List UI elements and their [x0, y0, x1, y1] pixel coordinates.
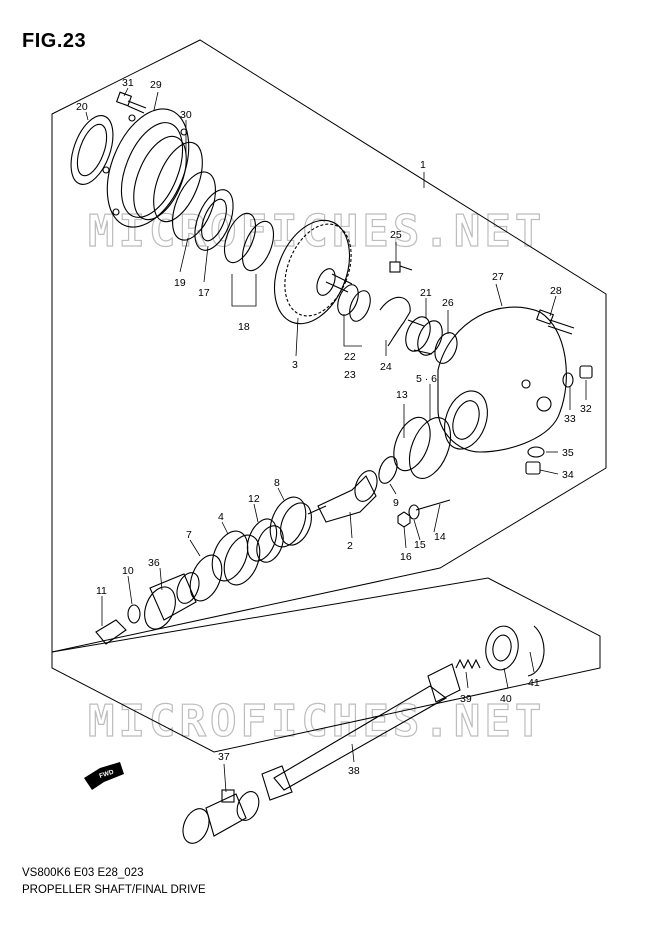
callout-4: 4 [218, 511, 224, 523]
callout-34: 34 [562, 469, 574, 481]
part-20-oil-seal [70, 115, 114, 185]
fwd-label: FWD [98, 769, 115, 780]
part-27-final-gear-case [437, 306, 567, 453]
part-14-stud [415, 499, 451, 511]
assembly-outline-final-drive [51, 39, 607, 653]
part-41-circlip [527, 625, 545, 677]
part-7-o-ring [189, 554, 223, 602]
callout-11: 11 [96, 585, 107, 597]
part-8-bearing [269, 496, 312, 548]
assembly-outline-propeller-shaft [51, 577, 601, 753]
callout-3: 3 [292, 359, 298, 371]
part-17-bearing [194, 189, 234, 251]
callout-33: 33 [564, 413, 576, 425]
callout-15: 15 [414, 539, 426, 551]
callout-29: 29 [150, 79, 162, 91]
callout-30: 30 [180, 109, 192, 121]
part-30-o-ring [153, 141, 203, 223]
callout-19: 19 [174, 277, 186, 289]
callout-23: 23 [344, 369, 356, 381]
part-31-bolt [115, 91, 147, 114]
part-36-coupling [144, 572, 200, 630]
part-39-spring [455, 658, 481, 670]
watermark-top: MICROFICHES.NET [88, 206, 545, 257]
callout-25: 25 [390, 229, 402, 241]
footer-model-code: VS800K6 E03 E28_023 [22, 867, 144, 879]
part-11-nut [95, 619, 127, 645]
callout-16: 16 [400, 551, 412, 563]
callout-12: 12 [248, 493, 260, 505]
part-37-universal-joint [182, 789, 260, 844]
part-22-shim [337, 284, 359, 316]
part-28-breather [536, 309, 575, 335]
part-5-6-shim [408, 417, 452, 479]
callout-7: 7 [186, 529, 192, 541]
fwd-arrow-icon: FWD [84, 762, 124, 790]
part-15-washer [408, 504, 420, 520]
callout-20: 20 [76, 101, 88, 113]
callout-40: 40 [500, 693, 512, 705]
callout-21: 21 [420, 287, 432, 299]
callout-labels: 1 2 3 4 5 · 6 7 8 9 10 11 12 13 14 15 16… [76, 77, 592, 777]
part-3-ring-gear [273, 219, 353, 325]
part-29-bearing-case [102, 108, 190, 228]
callout-9: 9 [393, 497, 399, 509]
watermark-bottom: MICROFICHES.NET [88, 696, 545, 747]
callout-31: 31 [122, 77, 134, 89]
footer-section-title: PROPELLER SHAFT/FINAL DRIVE [22, 884, 206, 896]
part-33-gasket [562, 372, 574, 388]
part-40-oil-seal [485, 625, 519, 671]
callout-35: 35 [562, 447, 574, 459]
callout-5-6: 5 · 6 [416, 373, 437, 385]
part-10-washer [127, 604, 141, 624]
part-2-pinion-gear [307, 470, 378, 523]
callout-8: 8 [274, 477, 280, 489]
callout-2: 2 [347, 540, 353, 552]
part-19-spacer [171, 171, 217, 241]
callout-17: 17 [198, 287, 210, 299]
callout-39: 39 [460, 693, 472, 705]
part-34-drain-plug [525, 461, 541, 475]
callout-32: 32 [580, 403, 592, 415]
part-9-shim [378, 456, 398, 484]
figure-title: FIG.23 [22, 30, 87, 52]
part-35-gasket [527, 446, 545, 458]
part-24-stopper [379, 296, 411, 347]
callout-22: 22 [344, 351, 356, 363]
part-4-bearing-case [211, 530, 261, 586]
callout-14: 14 [434, 531, 446, 543]
part-23-shim [349, 290, 371, 322]
part-16-nut [397, 511, 411, 528]
callout-26: 26 [442, 297, 454, 309]
callout-41: 41 [528, 677, 540, 689]
callout-24: 24 [380, 361, 392, 373]
callout-28: 28 [550, 285, 562, 297]
part-32-plug [579, 365, 593, 379]
part-25-bolt [389, 261, 413, 273]
callout-36: 36 [148, 557, 160, 569]
part-38-propeller-shaft [261, 663, 461, 801]
callout-18: 18 [238, 321, 250, 333]
callout-10: 10 [122, 565, 134, 577]
callout-38: 38 [348, 765, 360, 777]
callout-27: 27 [492, 271, 504, 283]
part-18-shim [223, 212, 275, 272]
part-13-gasket [393, 416, 431, 472]
callout-13: 13 [396, 389, 408, 401]
callout-37: 37 [218, 751, 230, 763]
part-21-bearing [405, 316, 443, 356]
leader-lines [85, 87, 587, 793]
callout-1: 1 [420, 159, 426, 171]
